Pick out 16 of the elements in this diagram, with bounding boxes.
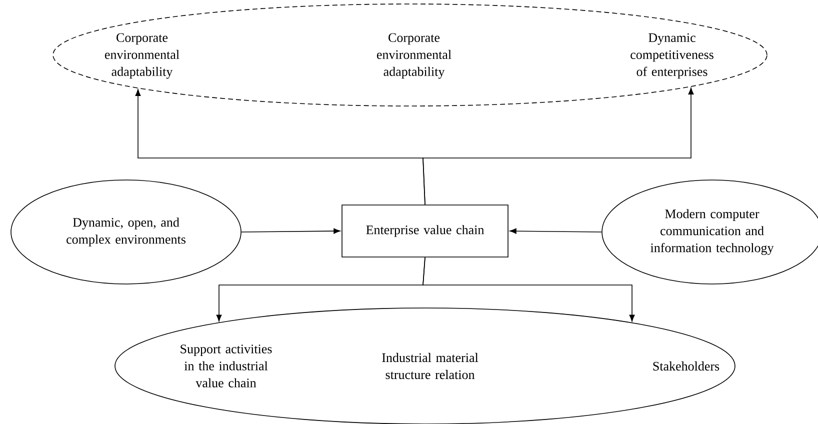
node-text: Modern computer communication and information technology	[650, 209, 774, 255]
node-text: Dynamic competitiveness of enterprises	[630, 33, 714, 79]
node-text: Support activities in the industrial value chain	[180, 344, 272, 388]
arrow	[510, 228, 602, 234]
ellipse-node	[52, 4, 768, 106]
node-text: Corporate environmental adaptability	[104, 33, 180, 79]
arrow	[422, 88, 694, 205]
ellipse-node	[10, 180, 242, 284]
node-text: Enterprise value chain	[366, 225, 484, 237]
arrow	[422, 257, 635, 322]
node-text: Corporate environmental adaptability	[376, 33, 452, 79]
node-text: Stakeholders	[653, 361, 720, 371]
node-text: Dynamic, open, and complex environments	[66, 218, 186, 246]
arrow	[241, 228, 340, 234]
process-box	[342, 204, 508, 258]
node-text: Industrial material structure relation	[382, 352, 478, 380]
